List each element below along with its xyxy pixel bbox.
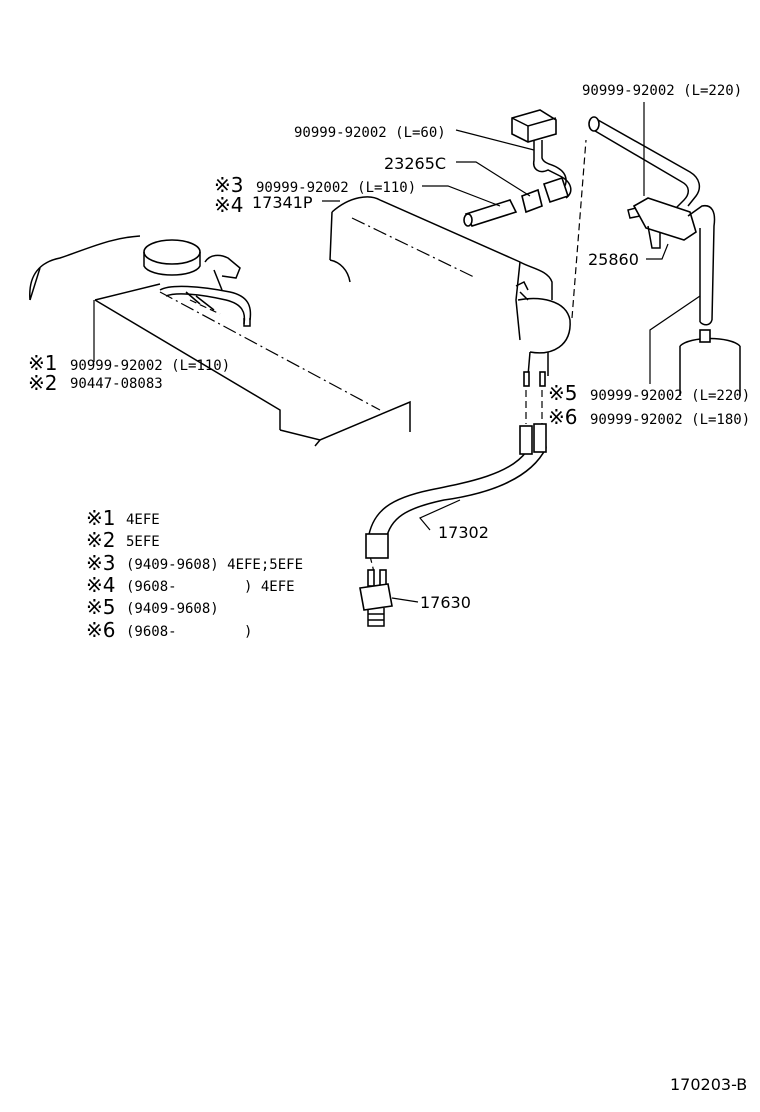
label-clamp-90447: 90447-08083 xyxy=(70,376,163,392)
legend-marker-1: ※1 xyxy=(86,506,115,530)
vsv-25860 xyxy=(588,116,716,326)
sensor-17630 xyxy=(359,569,393,627)
label-hose-l220-m5: 90999-92002 (L=220) xyxy=(590,388,750,404)
marker-4: ※4 xyxy=(214,193,243,217)
legend-text-3: (9409-9608) 4EFE;5EFE xyxy=(126,557,303,573)
label-hose-l110-m3: 90999-92002 (L=110) xyxy=(256,180,416,196)
label-hose-l60: 90999-92002 (L=60) xyxy=(294,125,446,141)
label-sensor-17630: 17630 xyxy=(420,593,471,612)
label-pipe-17341p: 17341P xyxy=(252,193,313,212)
label-hose-17302: 17302 xyxy=(438,523,489,542)
label-vsv-25860: 25860 xyxy=(588,250,639,269)
legend: ※1 4EFE ※2 5EFE ※3 (9409-9608) 4EFE;5EFE… xyxy=(86,506,303,642)
label-hose-top-right: 90999-92002 (L=220) xyxy=(582,83,742,99)
legend-marker-5: ※5 xyxy=(86,595,115,619)
engine-outline xyxy=(29,235,411,447)
legend-text-5: (9409-9608) xyxy=(126,601,219,617)
marker-2: ※2 xyxy=(28,371,57,395)
figure-code: 170203-B xyxy=(670,1075,747,1094)
label-hose-l110-m1: 90999-92002 (L=110) xyxy=(70,358,230,374)
label-hose-l180-m6: 90999-92002 (L=180) xyxy=(590,412,750,428)
legend-marker-2: ※2 xyxy=(86,528,115,552)
legend-marker-6: ※6 xyxy=(86,618,115,642)
legend-text-2: 5EFE xyxy=(126,534,160,550)
leader-dash-upper xyxy=(571,139,587,319)
vacuum-filter-assembly xyxy=(463,109,572,227)
leader-lines xyxy=(93,102,701,603)
legend-marker-4: ※4 xyxy=(86,573,115,597)
hose-17302 xyxy=(365,423,547,559)
label-filter-23265c: 23265C xyxy=(384,154,446,173)
legend-text-6: (9608- ) xyxy=(126,624,252,640)
legend-text-1: 4EFE xyxy=(126,512,160,528)
legend-text-4: (9608- ) 4EFE xyxy=(126,579,295,595)
marker-6: ※6 xyxy=(548,405,577,429)
cylinder-head xyxy=(329,196,571,387)
legend-marker-3: ※3 xyxy=(86,551,115,575)
marker-5: ※5 xyxy=(548,381,577,405)
charcoal-canister xyxy=(679,329,741,396)
marker-1: ※1 xyxy=(28,351,57,375)
marker-3: ※3 xyxy=(214,173,243,197)
